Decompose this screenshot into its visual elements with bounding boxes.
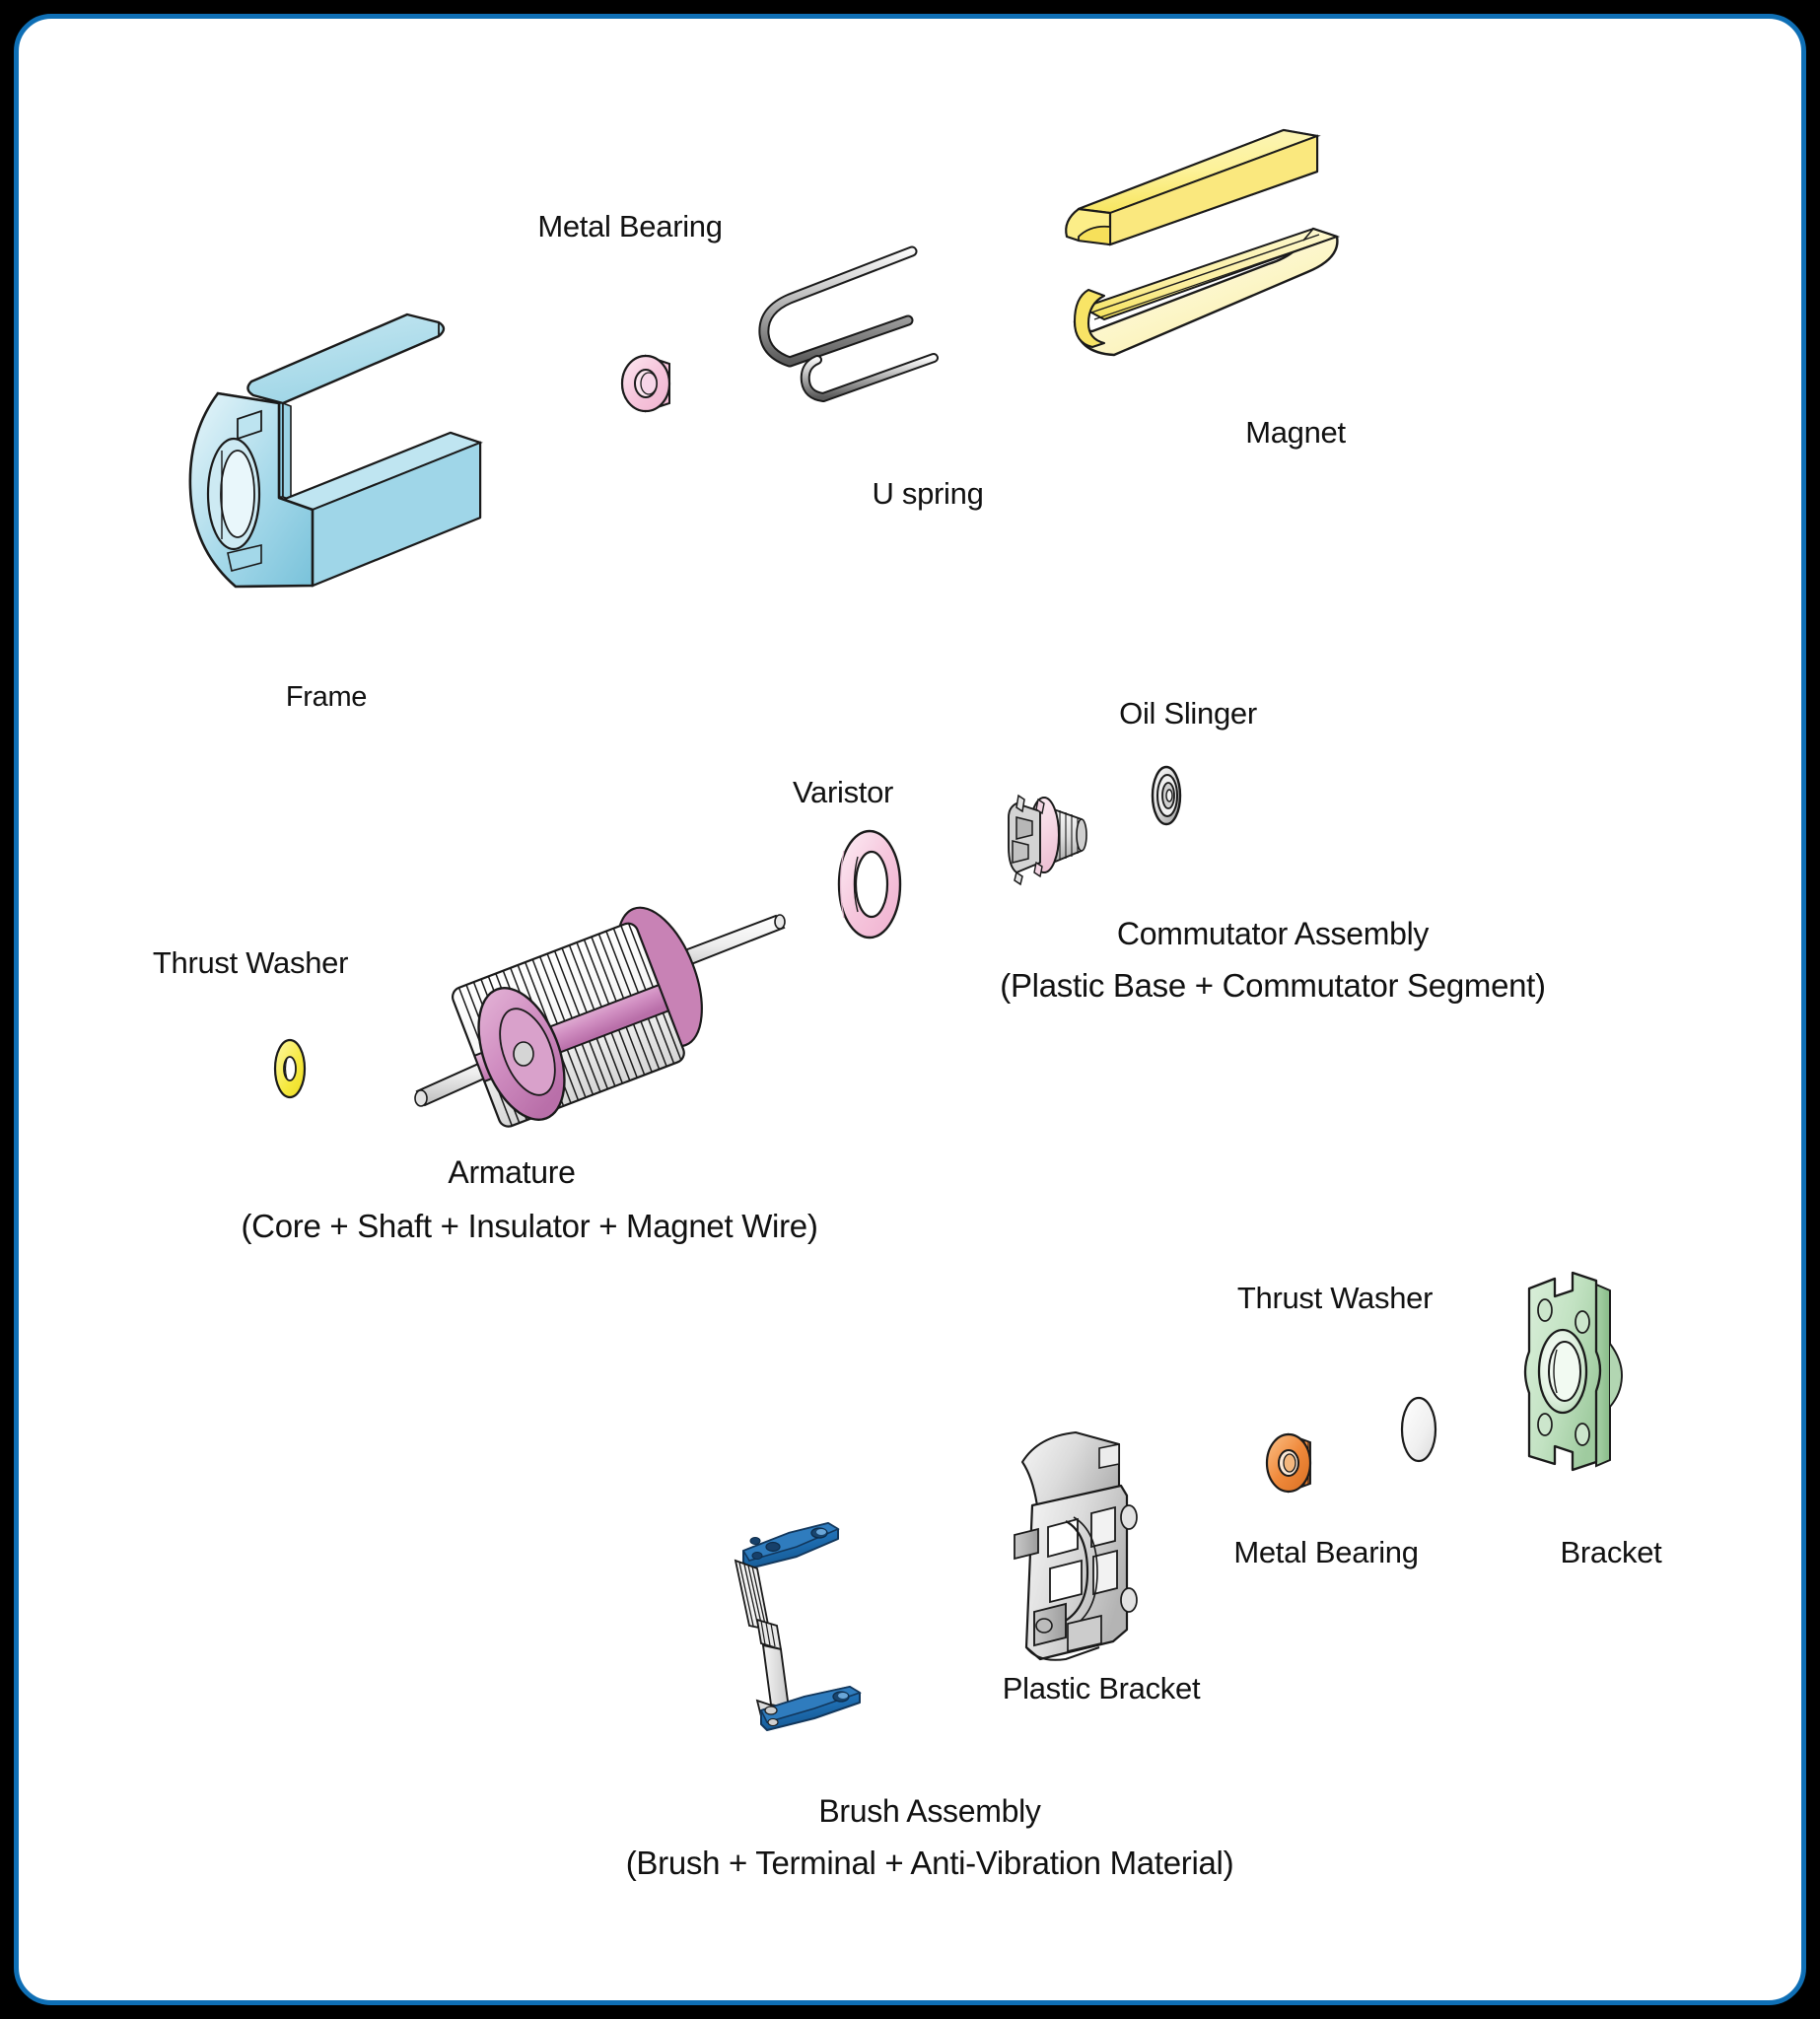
label-bracket: Bracket	[1560, 1535, 1662, 1569]
label-u-spring: U spring	[872, 476, 984, 511]
label-thrust-washer-mid: Thrust Washer	[152, 945, 349, 980]
part-magnet	[1059, 103, 1374, 359]
label-magnet: Magnet	[1245, 415, 1346, 450]
label-thrust-washer-bottom: Thrust Washer	[1236, 1281, 1434, 1315]
label-commutator-assembly-line2: (Plastic Base + Commutator Segment)	[1000, 967, 1546, 1004]
part-frame	[184, 305, 598, 620]
part-thrust-washer-bottom	[1395, 1395, 1442, 1464]
label-oil-slinger: Oil Slinger	[1119, 696, 1257, 731]
part-metal-bearing-top	[616, 346, 695, 421]
label-armature-line2: (Core + Shaft + Insulator + Magnet Wire)	[241, 1208, 818, 1244]
part-thrust-washer-mid	[267, 1037, 313, 1100]
label-commutator-assembly-line1: Commutator Assembly	[1116, 916, 1430, 951]
label-armature-line1: Armature	[448, 1154, 576, 1190]
diagram-canvas: Frame Metal Bearing	[14, 14, 1806, 2005]
label-plastic-bracket: Plastic Bracket	[1002, 1671, 1201, 1706]
label-brush-assembly-line1: Brush Assembly	[818, 1793, 1041, 1829]
part-plastic-bracket	[1005, 1419, 1162, 1665]
part-varistor	[827, 827, 912, 941]
part-oil-slinger	[1144, 763, 1189, 828]
part-u-spring	[746, 244, 1022, 441]
label-varistor: Varistor	[792, 775, 894, 809]
label-frame: Frame	[285, 681, 368, 713]
label-brush-assembly-line2: (Brush + Terminal + Anti-Vibration Mater…	[625, 1845, 1234, 1881]
label-metal-bearing-bottom: Metal Bearing	[1233, 1535, 1419, 1569]
part-brush-assembly	[724, 1499, 901, 1736]
part-commutator-assembly	[997, 778, 1105, 886]
part-metal-bearing-bottom	[1259, 1427, 1326, 1499]
label-metal-bearing-top: Metal Bearing	[537, 209, 723, 244]
part-bracket	[1511, 1267, 1640, 1484]
part-armature	[395, 869, 809, 1154]
